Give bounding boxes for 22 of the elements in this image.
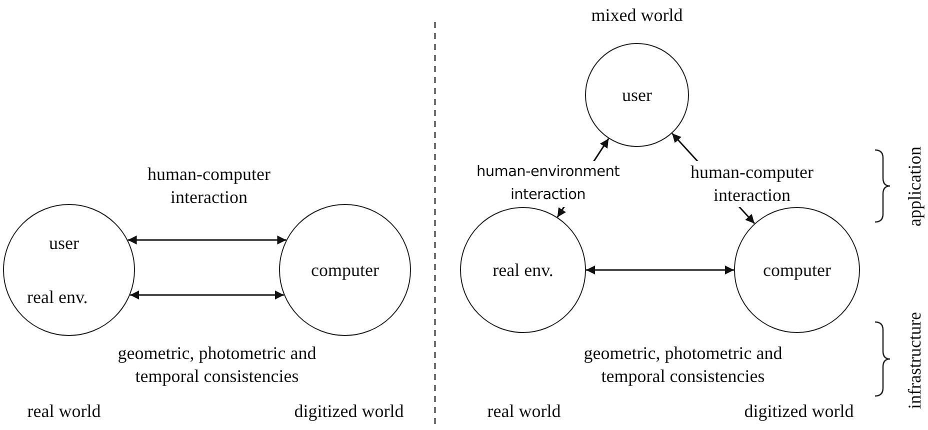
text-label: geometric, photometric and temporal consistencies bbox=[582, 342, 784, 388]
circle-node bbox=[585, 43, 689, 147]
text-label: geometric, photometric and temporal consistencies bbox=[116, 342, 318, 388]
section-label: application bbox=[904, 146, 926, 228]
node-label: user bbox=[622, 86, 652, 104]
text-label: mixed world bbox=[590, 4, 684, 27]
text-label: digitized world bbox=[743, 400, 855, 423]
double-arrow bbox=[130, 290, 284, 300]
node-label: real env. bbox=[27, 288, 88, 306]
double-arrow bbox=[128, 236, 286, 244]
node-label: real env. bbox=[492, 261, 554, 279]
node-label: user bbox=[49, 234, 79, 252]
circle-node bbox=[279, 204, 411, 336]
text-label: real world bbox=[26, 400, 102, 423]
node-label: computer bbox=[311, 261, 379, 279]
node-label: computer bbox=[763, 261, 831, 279]
circle-node bbox=[3, 204, 135, 336]
section-label: infrastructure bbox=[904, 311, 926, 411]
double-arrow bbox=[586, 266, 734, 274]
text-label: human-computer interaction bbox=[146, 163, 272, 209]
text-label: digitized world bbox=[293, 400, 405, 423]
text-label: real world bbox=[486, 400, 562, 423]
